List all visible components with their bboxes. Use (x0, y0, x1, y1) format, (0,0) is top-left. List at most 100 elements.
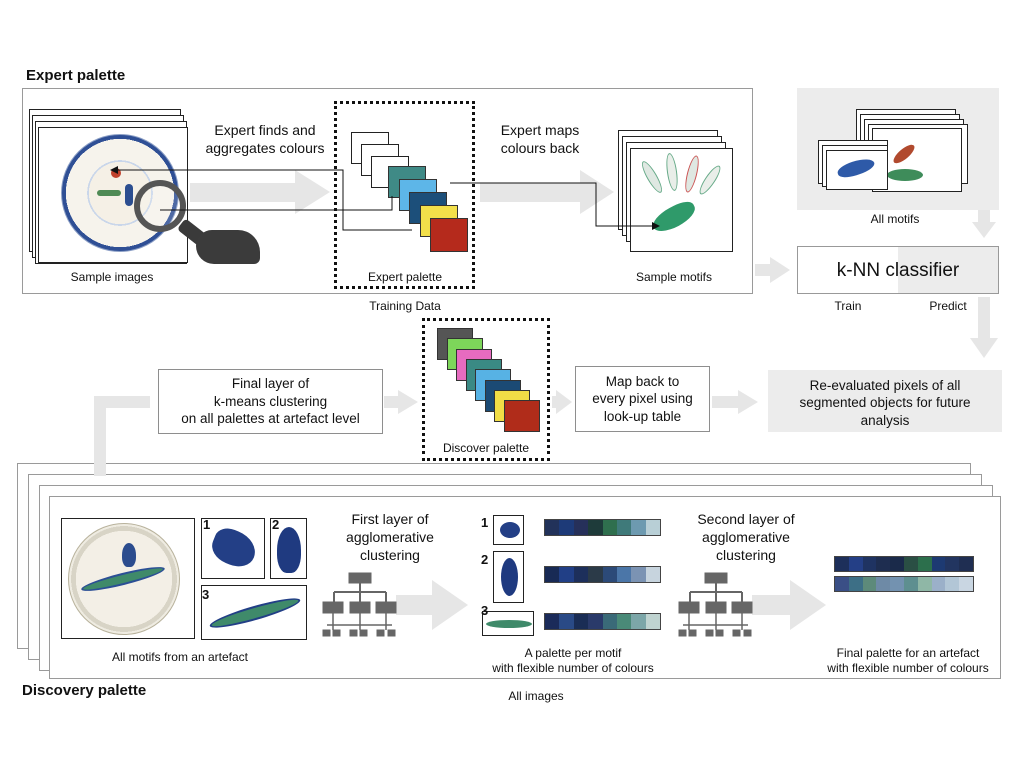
arrow-discover-to-map (552, 390, 572, 414)
all-motifs-artefact-label: All motifs from an artefact (111, 650, 249, 664)
discovery-section-title: Discovery palette (22, 682, 147, 699)
magnifier-icon (134, 180, 186, 232)
first-layer-label: First layer of agglomerative clustering (346, 511, 434, 563)
motif-palette-color (631, 567, 646, 582)
expert-palette-swatch (430, 218, 468, 252)
result-label: Re-evaluated pixels of all segmented obj… (799, 378, 971, 428)
arrow-map-to-result (712, 390, 758, 414)
plate-motif-blue (125, 184, 133, 206)
map-back-label: Map back to every pixel using look-up ta… (592, 373, 693, 424)
discover-palette-frame (422, 318, 550, 461)
palette-motif-number-2: 2 (481, 552, 489, 567)
discover-palette-swatch (503, 400, 540, 433)
expert-maps-label: Expert maps colours back (500, 122, 580, 156)
expert-section-title: Expert palette (26, 67, 126, 84)
palette-motif-thumb-1-shape (500, 522, 520, 538)
final-palette-color (835, 577, 849, 591)
motif-palette-color (645, 614, 660, 629)
motif-palette-color (545, 520, 560, 535)
motif-palette-strip-2 (544, 566, 661, 583)
final-palette-strip-2 (834, 576, 974, 592)
all-motifs-label: All motifs (870, 212, 920, 226)
motif-crop-2 (270, 518, 307, 579)
final-layer-label: Final layer of k-means clustering on all… (181, 376, 360, 427)
arrow-motifs-to-classifier (972, 210, 996, 238)
final-palette-color (917, 577, 932, 591)
plate-motif-green (97, 190, 121, 196)
final-palette-color (862, 557, 877, 571)
final-palette-color (876, 557, 891, 571)
motif-palette-color (573, 614, 589, 629)
motif-palette-color (559, 520, 574, 535)
final-palette-color (945, 577, 960, 591)
expert-finds-label: Expert finds and aggregates colours (205, 122, 325, 156)
final-palette-color (959, 577, 973, 591)
arrow-expert-to-classifier (755, 257, 790, 283)
map-back-box: Map back to every pixel using look-up ta… (575, 366, 710, 432)
motif-palette-color (602, 567, 617, 582)
motif-palette-color (616, 614, 632, 629)
sample-motifs-label: Sample motifs (635, 270, 713, 284)
motif-palette-color (631, 614, 646, 629)
final-palette-color (945, 557, 960, 571)
motif-crop-2-tulip (277, 527, 301, 573)
final-palette-color (862, 577, 877, 591)
palette-motif-thumb-3-shape (486, 620, 532, 628)
final-palette-color (848, 557, 863, 571)
final-palette-color (903, 557, 918, 571)
motif-stem (648, 197, 700, 237)
all-motifs-stem (887, 169, 923, 181)
motif-palette-strip-3 (544, 613, 661, 630)
motif-crop-3 (201, 585, 307, 640)
all-motifs-front-card (826, 150, 888, 190)
motif-palette-color (559, 567, 574, 582)
final-palette-strip-1 (834, 556, 974, 572)
plate-motif-red (111, 168, 121, 178)
palette-motif-number-1: 1 (481, 515, 489, 530)
arrow-final-to-discover (384, 390, 418, 414)
final-palette-color (890, 557, 904, 571)
motif-palette-color (616, 520, 632, 535)
final-palette-color (931, 557, 946, 571)
training-data-label: Training Data (369, 299, 441, 313)
motif-palette-color (645, 567, 660, 582)
final-palette-color (890, 577, 904, 591)
artefact-image-card (61, 518, 195, 639)
motif-palette-color (588, 614, 603, 629)
motif-leaf-1 (638, 158, 666, 196)
motif-leaf-2 (664, 152, 680, 192)
expert-palette-label: Expert palette (367, 270, 443, 284)
motif-palette-strip-1 (544, 519, 661, 536)
final-palette-color (931, 577, 946, 591)
final-layer-box: Final layer of k-means clustering on all… (158, 369, 383, 434)
palette-motif-thumb-3 (482, 611, 534, 636)
final-palette-color (876, 577, 891, 591)
motif-palette-color (602, 614, 617, 629)
final-palette-color (917, 557, 932, 571)
motif-leaf-4 (696, 163, 724, 197)
palette-motif-thumb-2 (493, 551, 524, 603)
artefact-tulip-motif (122, 543, 136, 567)
motif-palette-color (602, 520, 617, 535)
motif-palette-color (645, 520, 660, 535)
result-box (768, 370, 1002, 432)
all-images-label: All images (508, 689, 564, 703)
motif-palette-color (588, 567, 603, 582)
classifier-box (797, 246, 999, 294)
motif-palette-color (559, 614, 574, 629)
final-palette-color (835, 557, 849, 571)
motif-palette-color (573, 567, 589, 582)
motif-palette-color (616, 567, 632, 582)
final-palette-color (959, 557, 973, 571)
per-motif-label: A palette per motif with flexible number… (492, 646, 654, 676)
hand-icon (196, 230, 260, 264)
palette-motif-number-3: 3 (481, 603, 489, 618)
motif-leaf-3 (682, 154, 702, 194)
classifier-name: k-NN classifier (836, 260, 960, 281)
motif-palette-color (545, 567, 560, 582)
final-palette-label: Final palette for an artefact with flexi… (827, 646, 989, 676)
motif-palette-color (545, 614, 560, 629)
motif-number-3: 3 (202, 587, 210, 602)
discover-palette-label: Discover palette (442, 441, 530, 455)
motif-crop-1 (201, 518, 265, 579)
